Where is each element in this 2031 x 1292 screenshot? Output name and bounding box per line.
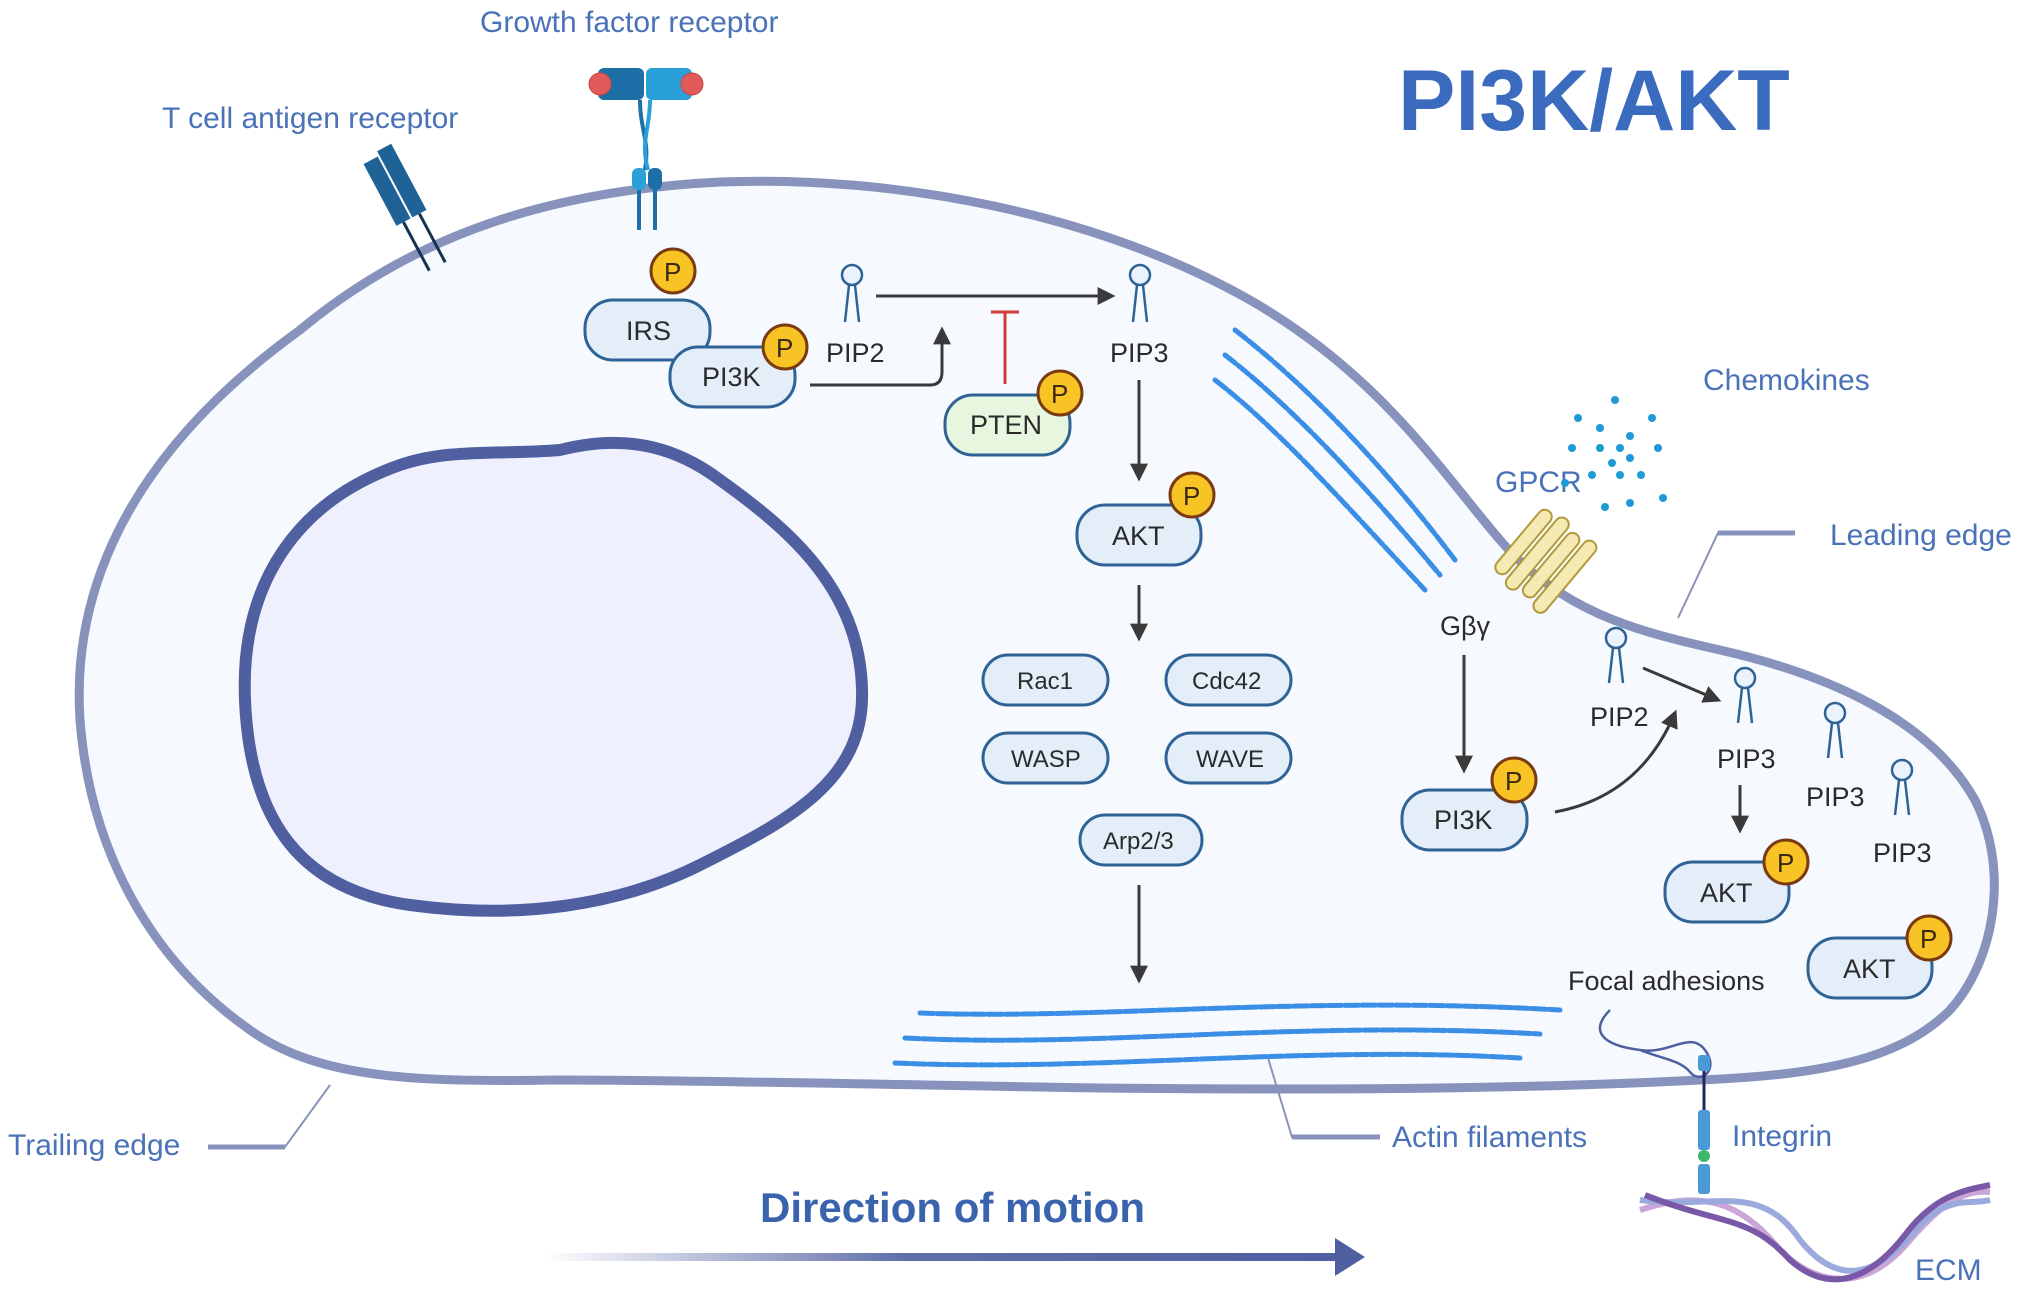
irs-node: IRS [583, 298, 712, 362]
growth-factor-receptor-icon [588, 68, 704, 230]
phospho-pten: P [1036, 369, 1084, 417]
pip3-label-right-c: PIP3 [1873, 838, 1932, 868]
phospho-irs: P [649, 247, 697, 295]
pten-node: PTEN [943, 393, 1072, 457]
direction-of-motion-label: Direction of motion [760, 1184, 1145, 1231]
leading-edge-label: Leading edge [1830, 519, 2012, 552]
svg-text:P: P [776, 333, 793, 363]
svg-text:PI3K: PI3K [702, 362, 761, 392]
svg-text:PI3K: PI3K [1434, 805, 1493, 835]
akt-node-left: AKT [1075, 503, 1203, 567]
t-cell-antigen-receptor-icon [363, 143, 447, 272]
svg-text:P: P [1920, 924, 1937, 954]
pip2-lipid-icon [840, 263, 864, 323]
effector-wave: WAVE [1164, 731, 1293, 785]
svg-text:P: P [1051, 379, 1068, 409]
pip3-lipid-icon-right-a [1733, 666, 1757, 724]
pi3k-right-catalysis-arrow [1554, 709, 1678, 814]
pip2-label-right: PIP2 [1590, 702, 1649, 732]
akt-node-right-b: AKT [1806, 936, 1934, 1000]
phospho-akt-right-a: P [1762, 838, 1810, 886]
svg-text:AKT: AKT [1843, 954, 1896, 984]
leading-edge-leader [1677, 532, 1795, 619]
integrin-label: Integrin [1732, 1120, 1832, 1153]
direction-arrow-icon [545, 1238, 1365, 1276]
pip3-label-right-b: PIP3 [1806, 782, 1865, 812]
phospho-akt-right-b: P [1905, 914, 1953, 962]
arp23-node: Arp2/3 [1078, 813, 1204, 867]
ecm-label: ECM [1915, 1254, 1982, 1287]
actin-filaments-bottom [892, 1002, 1563, 1068]
diagram-title: PI3K/AKT [1398, 53, 1790, 149]
pi3k-node-right: PI3K [1400, 788, 1529, 852]
pip2-label: PIP2 [826, 338, 885, 368]
pi3k-node-left: PI3K [668, 345, 797, 409]
integrin-icon [1698, 1055, 1710, 1194]
svg-text:Rac1: Rac1 [1017, 668, 1073, 695]
trailing-edge-leader [210, 1084, 331, 1148]
svg-text:PTEN: PTEN [970, 410, 1042, 440]
gbg-label: Gβγ [1440, 611, 1491, 641]
actin-filaments-label: Actin filaments [1392, 1121, 1587, 1154]
nucleus [238, 436, 869, 917]
chemokine-dots [1561, 396, 1667, 511]
svg-text:P: P [1777, 848, 1794, 878]
pip2-lipid-icon-right [1604, 626, 1628, 684]
pip3-label-right-a: PIP3 [1717, 744, 1776, 774]
pip3-lipid-icon-right-b [1823, 701, 1847, 759]
svg-text:IRS: IRS [626, 316, 671, 346]
effector-wasp: WASP [981, 731, 1110, 785]
effector-cdc42: Cdc42 [1164, 653, 1293, 707]
svg-text:P: P [1183, 481, 1200, 511]
svg-text:WAVE: WAVE [1196, 746, 1264, 773]
akt-node-right-a: AKT [1663, 860, 1791, 924]
pip3-lipid-icon [1128, 263, 1152, 323]
focal-adhesion-icon [1598, 1009, 1712, 1079]
t-cell-antigen-receptor-label: T cell antigen receptor [162, 102, 458, 135]
svg-text:Arp2/3: Arp2/3 [1103, 828, 1174, 855]
chemokines-label: Chemokines [1703, 364, 1870, 397]
svg-text:AKT: AKT [1112, 521, 1165, 551]
gpcr-icon [1494, 508, 1598, 614]
svg-text:P: P [1505, 766, 1522, 796]
pten-inhibition [991, 310, 1019, 384]
svg-text:AKT: AKT [1700, 878, 1753, 908]
phospho-akt-left: P [1168, 471, 1216, 519]
svg-text:P: P [664, 257, 681, 287]
phospho-pi3k-right: P [1490, 756, 1538, 804]
svg-text:Cdc42: Cdc42 [1192, 668, 1261, 695]
growth-factor-receptor-label: Growth factor receptor [480, 6, 778, 39]
phospho-pi3k-left: P [761, 323, 809, 371]
focal-adhesions-label: Focal adhesions [1568, 966, 1765, 996]
ecm-fiber-icon [1639, 1182, 1991, 1283]
pi3k-catalysis-arrow [810, 326, 951, 387]
effector-rac1: Rac1 [981, 653, 1110, 707]
pip3-lipid-icon-right-c [1890, 758, 1914, 816]
trailing-edge-label: Trailing edge [8, 1129, 180, 1162]
pip3-label: PIP3 [1110, 338, 1169, 368]
pip2-to-pip3-arrow-right [1642, 666, 1722, 703]
actin-filaments-diagonal [1212, 327, 1458, 593]
svg-text:WASP: WASP [1011, 746, 1081, 773]
